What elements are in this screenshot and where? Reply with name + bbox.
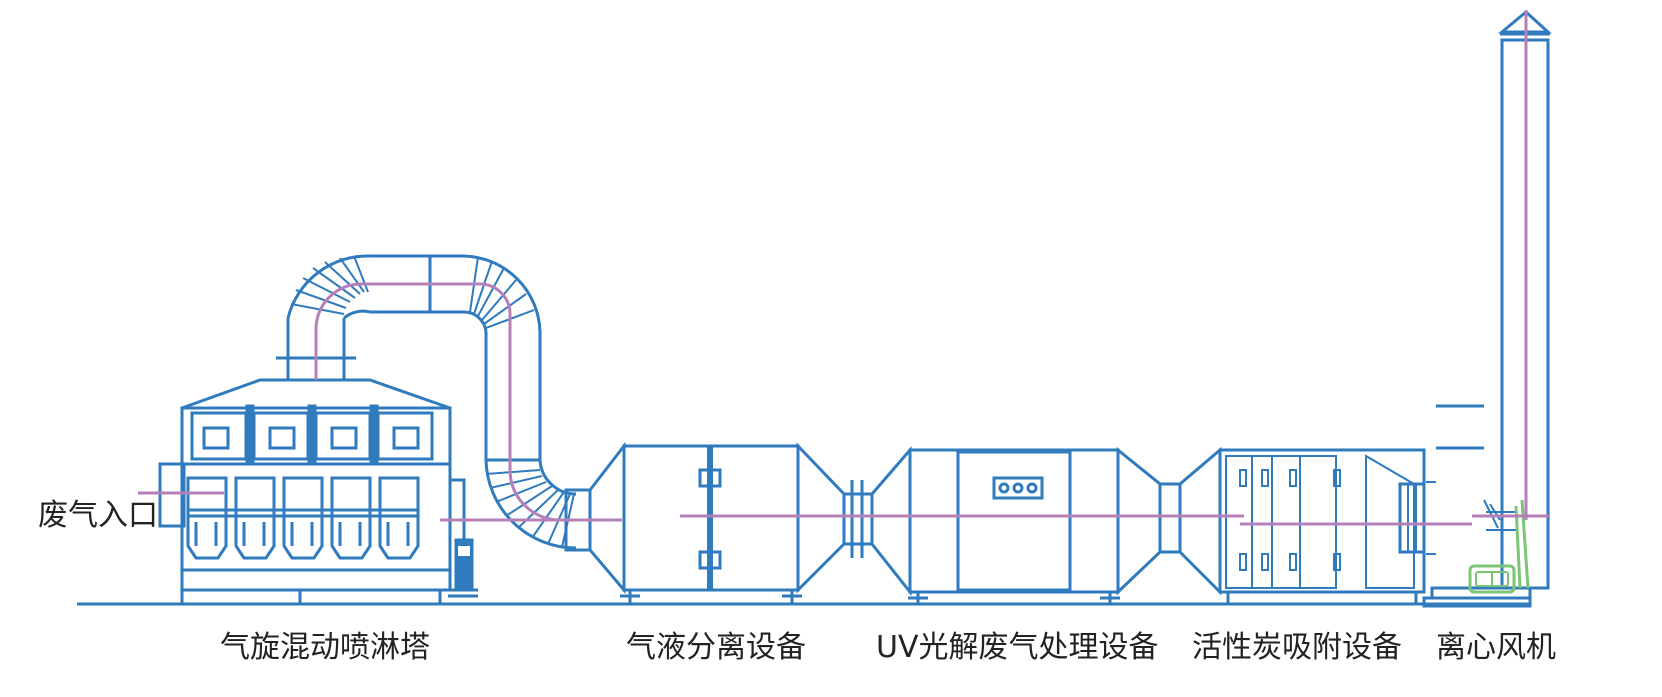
spray-tower — [158, 356, 478, 604]
stage-label-separator: 气液分离设备 — [626, 630, 806, 665]
connecting-duct — [286, 254, 592, 552]
stage-label-uv-unit: UV光解废气处理设备 — [876, 630, 1159, 665]
flange-connector — [842, 480, 874, 558]
fan-motor — [1468, 499, 1530, 594]
gas-liquid-separator — [588, 441, 846, 604]
activated-carbon-adsorber — [1178, 446, 1436, 604]
stage-label-spray-tower: 气旋混动喷淋塔 — [220, 630, 430, 665]
airflow-path — [138, 10, 1550, 526]
stage-label-carbon-adsorber: 活性炭吸附设备 — [1192, 630, 1402, 665]
inlet-label: 废气入口 — [38, 498, 158, 533]
uv-photolysis-unit — [870, 445, 1162, 604]
duct-connector — [1158, 482, 1182, 554]
stage-label-fan: 离心风机 — [1436, 630, 1556, 665]
